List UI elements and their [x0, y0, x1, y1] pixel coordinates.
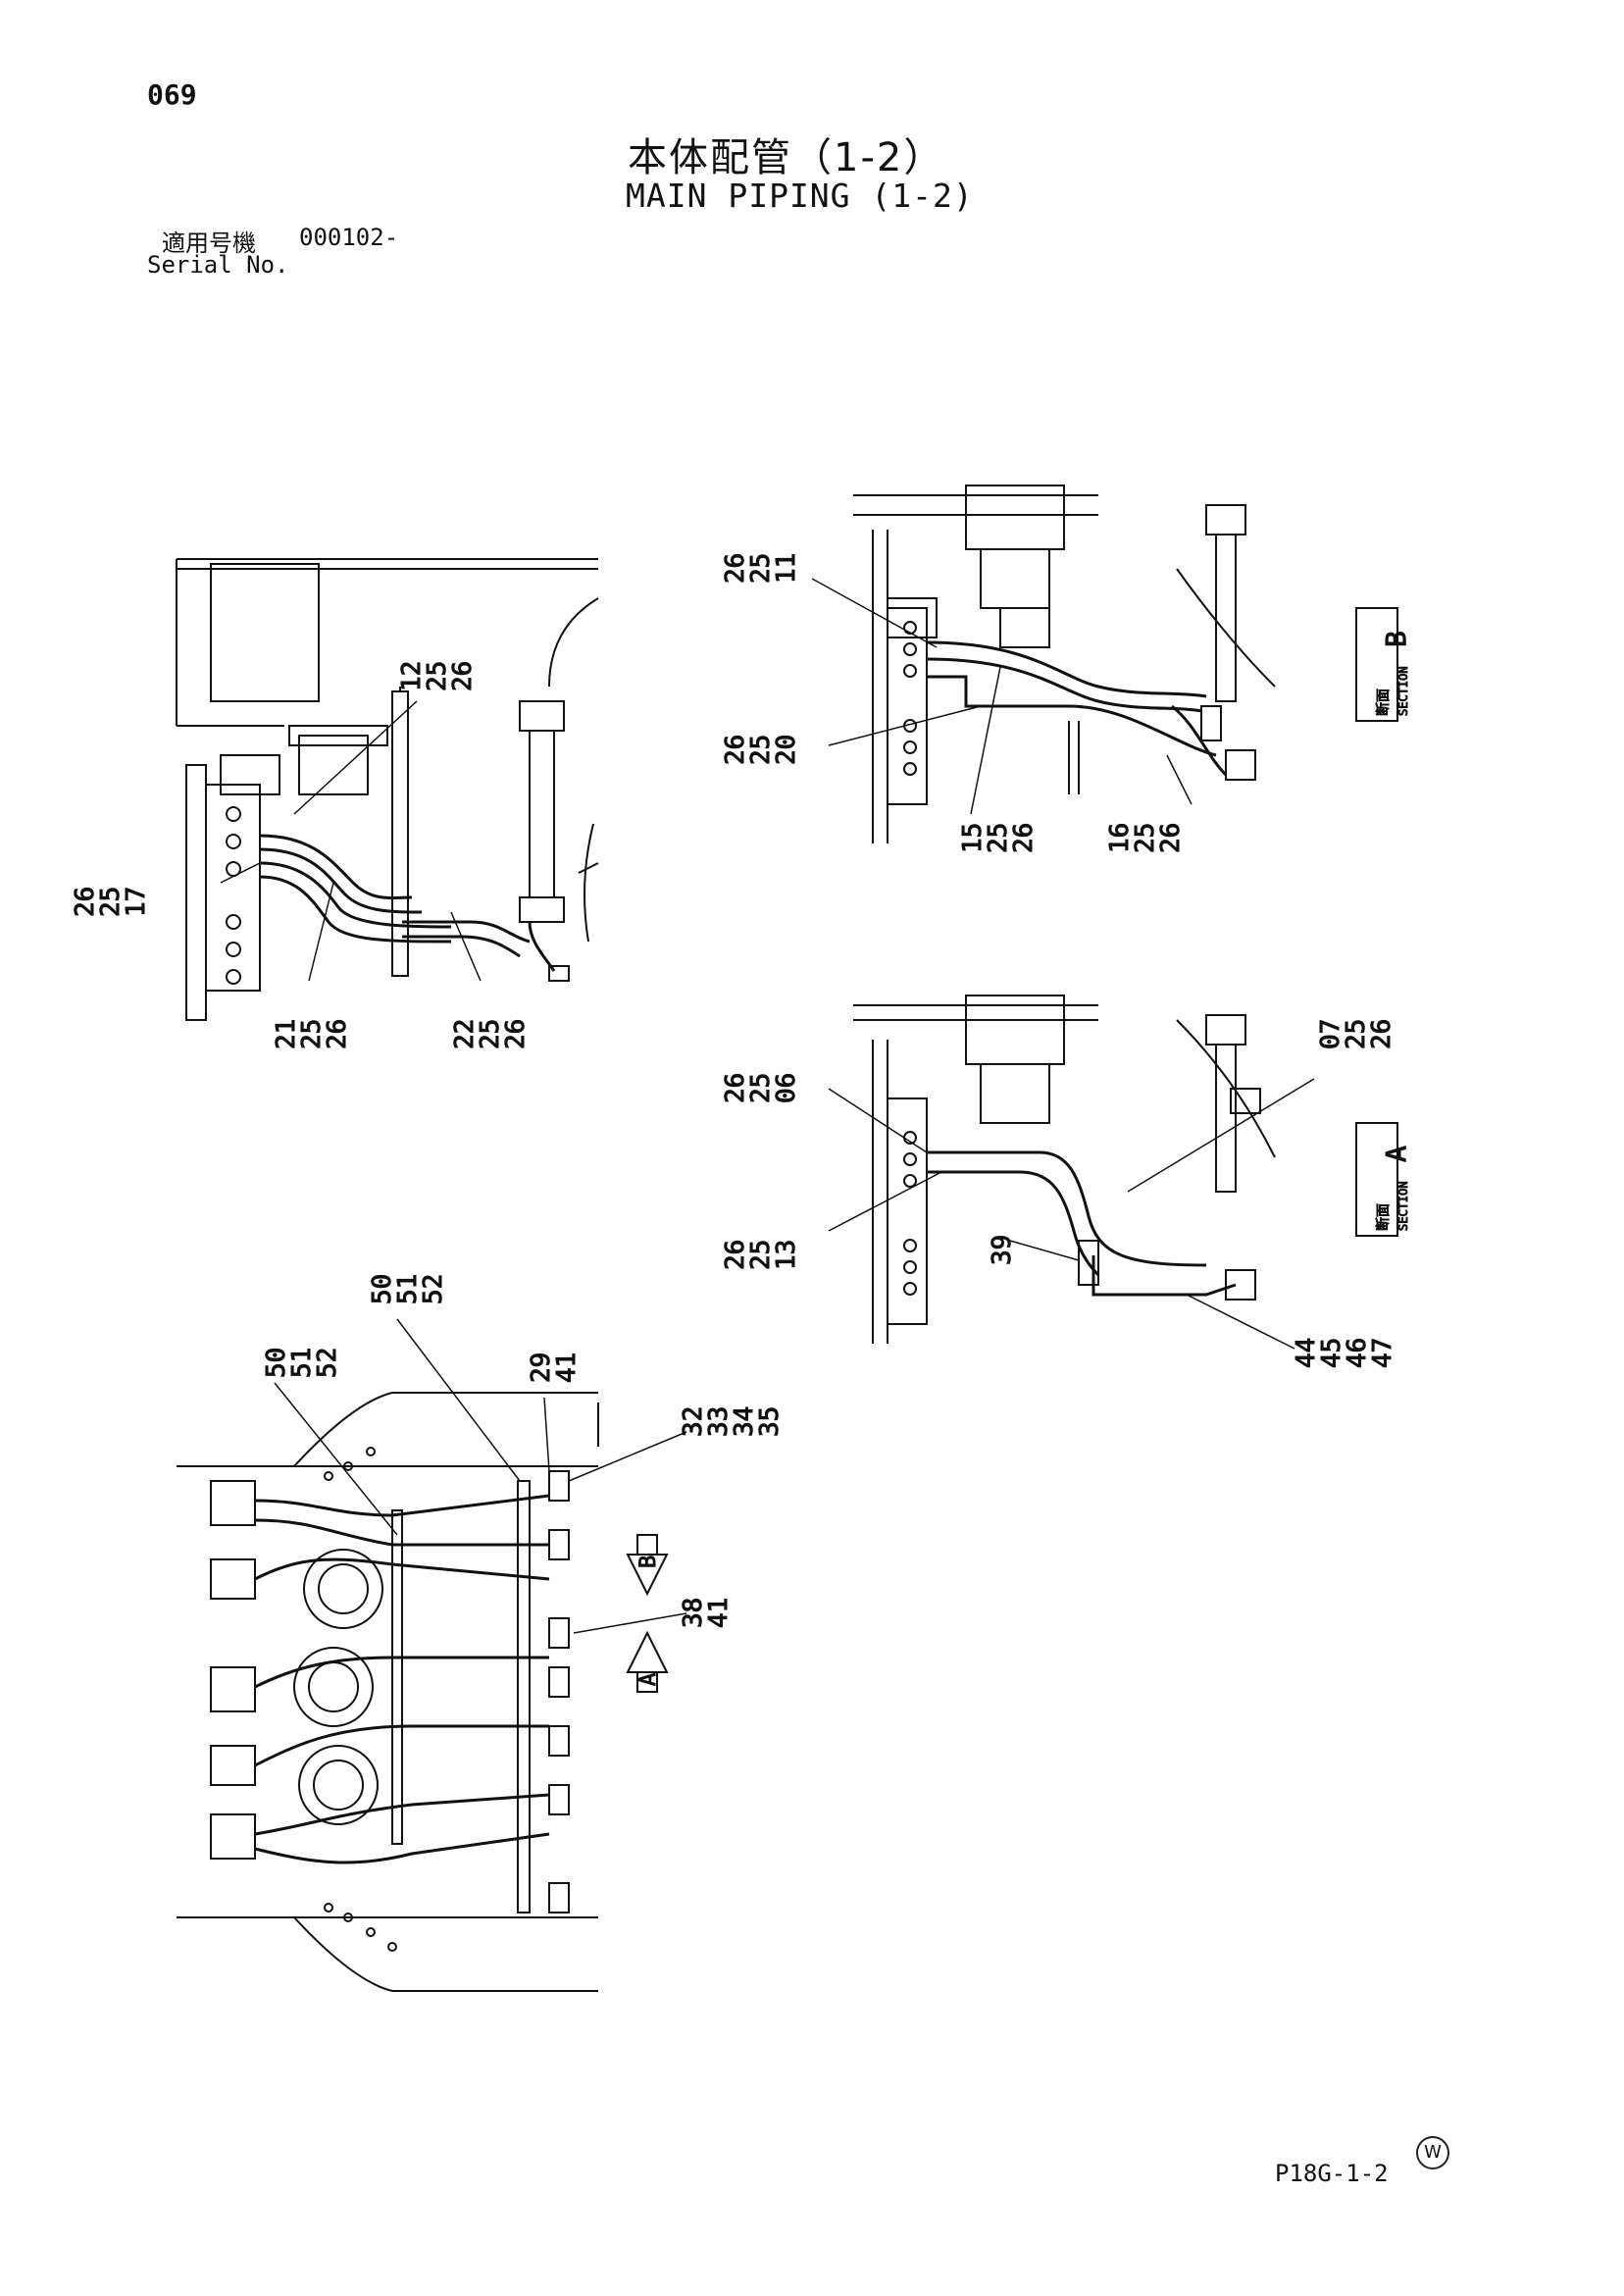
- callout-tl-12: 12 25 26: [397, 660, 479, 691]
- callout-sa-06: 26 25 06: [721, 1072, 802, 1103]
- section-b-jp: 断面: [1376, 689, 1392, 716]
- serial-value: 000102-: [299, 224, 399, 251]
- section-b-label-box: [1355, 607, 1398, 722]
- callout-part-number: 13: [772, 1240, 801, 1270]
- callout-part-number: 29: [527, 1352, 556, 1383]
- callout-part-number: 34: [730, 1406, 759, 1437]
- callout-tl-17: 26 25 17: [71, 886, 152, 917]
- callout-part-number: 21: [272, 1019, 301, 1049]
- section-a-jp: 断面: [1376, 1203, 1392, 1231]
- page-reference: P18G-1-2: [1275, 2160, 1389, 2187]
- circled-w-mark: W: [1416, 2136, 1449, 2169]
- callout-bl-32: 32 33 34 35: [679, 1405, 786, 1437]
- callout-part-number: 25: [984, 823, 1013, 853]
- callout-sa-44: 44 45 46 47: [1292, 1337, 1398, 1368]
- callout-part-number: 25: [746, 1073, 776, 1103]
- section-a-letter: A: [1380, 1146, 1412, 1162]
- callout-sa-13: 26 25 13: [721, 1239, 802, 1270]
- callout-sb-15: 15 25 26: [958, 822, 1040, 853]
- callout-part-number: 26: [448, 661, 478, 691]
- callout-part-number: 46: [1343, 1338, 1372, 1368]
- leader-lines: [220, 578, 1315, 1634]
- callout-bl-50b: 50 51 52: [368, 1273, 449, 1304]
- callout-sb-16: 16 25 26: [1105, 822, 1187, 853]
- callout-part-number: 52: [419, 1274, 448, 1304]
- callout-part-number: 26: [721, 1073, 750, 1103]
- section-a-label-box: [1355, 1122, 1398, 1237]
- callout-part-number: 25: [1131, 823, 1160, 853]
- callout-part-number: 25: [1342, 1019, 1371, 1049]
- callout-part-number: 17: [122, 887, 151, 917]
- section-a-en: SECTION: [1396, 1181, 1410, 1231]
- callout-part-number: 45: [1317, 1338, 1346, 1368]
- callout-part-number: 47: [1368, 1338, 1397, 1368]
- callout-part-number: 25: [423, 661, 452, 691]
- callout-bl-29: 29 41: [527, 1352, 583, 1383]
- top-left-view: [176, 558, 599, 1021]
- callout-part-number: 26: [721, 553, 750, 584]
- view-arrow-a: [626, 1630, 669, 1693]
- section-a-view: [853, 995, 1276, 1344]
- callout-part-number: 33: [704, 1406, 734, 1437]
- title-japanese: 本体配管（1-2）: [628, 135, 945, 180]
- section-b-view: [853, 485, 1276, 843]
- section-a-label: 断面 SECTION A: [1376, 1146, 1413, 1232]
- page-number: 069: [147, 78, 197, 111]
- callout-part-number: 51: [287, 1348, 317, 1378]
- callout-part-number: 39: [988, 1235, 1017, 1265]
- callout-part-number: 15: [958, 823, 988, 853]
- callout-part-number: 25: [746, 553, 776, 584]
- section-b-en: SECTION: [1396, 666, 1410, 716]
- view-arrow-b: [626, 1534, 669, 1597]
- callout-part-number: 26: [721, 735, 750, 765]
- section-b-letter: B: [1380, 631, 1412, 647]
- callout-part-number: 25: [297, 1019, 327, 1049]
- callout-part-number: 22: [450, 1019, 480, 1049]
- callout-part-number: 51: [393, 1274, 423, 1304]
- callout-part-number: 41: [552, 1352, 582, 1383]
- section-b-label: 断面 SECTION B: [1376, 631, 1413, 717]
- view-arrow-a-letter: A: [636, 1673, 661, 1686]
- callout-bl-38: 38 41: [679, 1597, 735, 1628]
- callout-part-number: 26: [721, 1240, 750, 1270]
- callout-part-number: 12: [397, 661, 427, 691]
- callout-part-number: 11: [772, 553, 801, 584]
- callout-part-number: 25: [96, 887, 126, 917]
- view-arrow-b-letter: B: [636, 1556, 661, 1568]
- callout-part-number: 16: [1105, 823, 1135, 853]
- callout-bl-50a: 50 51 52: [262, 1347, 343, 1378]
- title-english: MAIN PIPING (1-2): [626, 177, 974, 215]
- callout-part-number: 26: [501, 1019, 531, 1049]
- bottom-left-plan-view: [177, 1392, 599, 1992]
- serial-label-english: Serial No.: [147, 251, 289, 279]
- callout-tl-22: 22 25 26: [450, 1018, 532, 1049]
- callout-part-number: 25: [746, 1240, 776, 1270]
- callout-part-number: 26: [1367, 1019, 1396, 1049]
- callout-part-number: 26: [323, 1019, 352, 1049]
- callout-part-number: 50: [368, 1274, 397, 1304]
- callout-part-number: 35: [755, 1406, 785, 1437]
- serial-label-japanese: 適用号機: [162, 230, 256, 257]
- callout-sa-07: 07 25 26: [1316, 1018, 1397, 1049]
- callout-sb-11: 26 25 11: [721, 552, 802, 584]
- callout-tl-21: 21 25 26: [272, 1018, 353, 1049]
- callout-part-number: 20: [772, 735, 801, 765]
- callout-part-number: 38: [679, 1598, 708, 1628]
- callout-sb-20: 26 25 20: [721, 734, 802, 765]
- callout-part-number: 52: [313, 1348, 342, 1378]
- callout-part-number: 26: [71, 887, 100, 917]
- callout-part-number: 26: [1156, 823, 1186, 853]
- callout-part-number: 44: [1292, 1338, 1321, 1368]
- callout-part-number: 26: [1009, 823, 1039, 853]
- callout-sa-39: 39: [988, 1234, 1018, 1265]
- callout-part-number: 41: [704, 1598, 734, 1628]
- callout-part-number: 32: [679, 1406, 708, 1437]
- callout-part-number: 07: [1316, 1019, 1345, 1049]
- callout-part-number: 25: [746, 735, 776, 765]
- callout-part-number: 50: [262, 1348, 291, 1378]
- callout-part-number: 06: [772, 1073, 801, 1103]
- callout-part-number: 25: [476, 1019, 505, 1049]
